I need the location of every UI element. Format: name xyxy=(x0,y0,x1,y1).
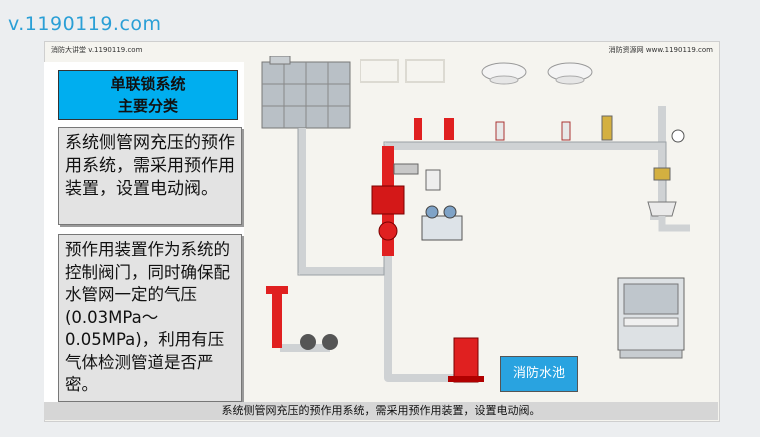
sprinkler-head-icon xyxy=(414,115,613,141)
logo-watermark-icon xyxy=(359,59,445,83)
header-left: 消防大讲堂 v.1190119.com xyxy=(51,46,143,54)
water-tank-icon xyxy=(261,56,351,129)
header-right: 消防资源网 www.1190119.com xyxy=(608,46,713,54)
title-line-1: 单联锁系统 xyxy=(110,75,186,93)
air-compressor-icon xyxy=(421,205,463,241)
pump-adapter-icon xyxy=(266,286,338,350)
fire-system-diagram xyxy=(261,56,690,383)
fire-control-panel-icon xyxy=(617,277,685,359)
title-line-2: 主要分类 xyxy=(117,97,178,115)
title-box: 单联锁系统 主要分类 xyxy=(58,70,238,120)
smoke-detector-icon xyxy=(481,62,593,85)
drain-icon xyxy=(647,201,690,232)
description-box-1: 系统侧管网充压的预作用系统，需采用预作用装置，设置电动阀。 xyxy=(58,127,242,225)
pipe-network xyxy=(280,106,666,382)
pressure-gauge-icon xyxy=(653,129,685,181)
preaction-valve-assembly-icon xyxy=(371,146,419,256)
description-box-2: 预作用装置作为系统的控制阀门，同时确保配水管网一定的气压(0.03MPa～0.0… xyxy=(58,234,242,402)
control-box-icon xyxy=(425,169,441,191)
fire-water-pool: 消防水池 xyxy=(500,356,578,392)
logo-watermark xyxy=(359,56,450,92)
fire-pump-icon xyxy=(448,337,484,383)
caption-bar: 系统侧管网充压的预作用系统，需采用预作用装置，设置电动阀。 xyxy=(44,402,718,420)
watermark-url: v.1190119.com xyxy=(8,13,162,35)
